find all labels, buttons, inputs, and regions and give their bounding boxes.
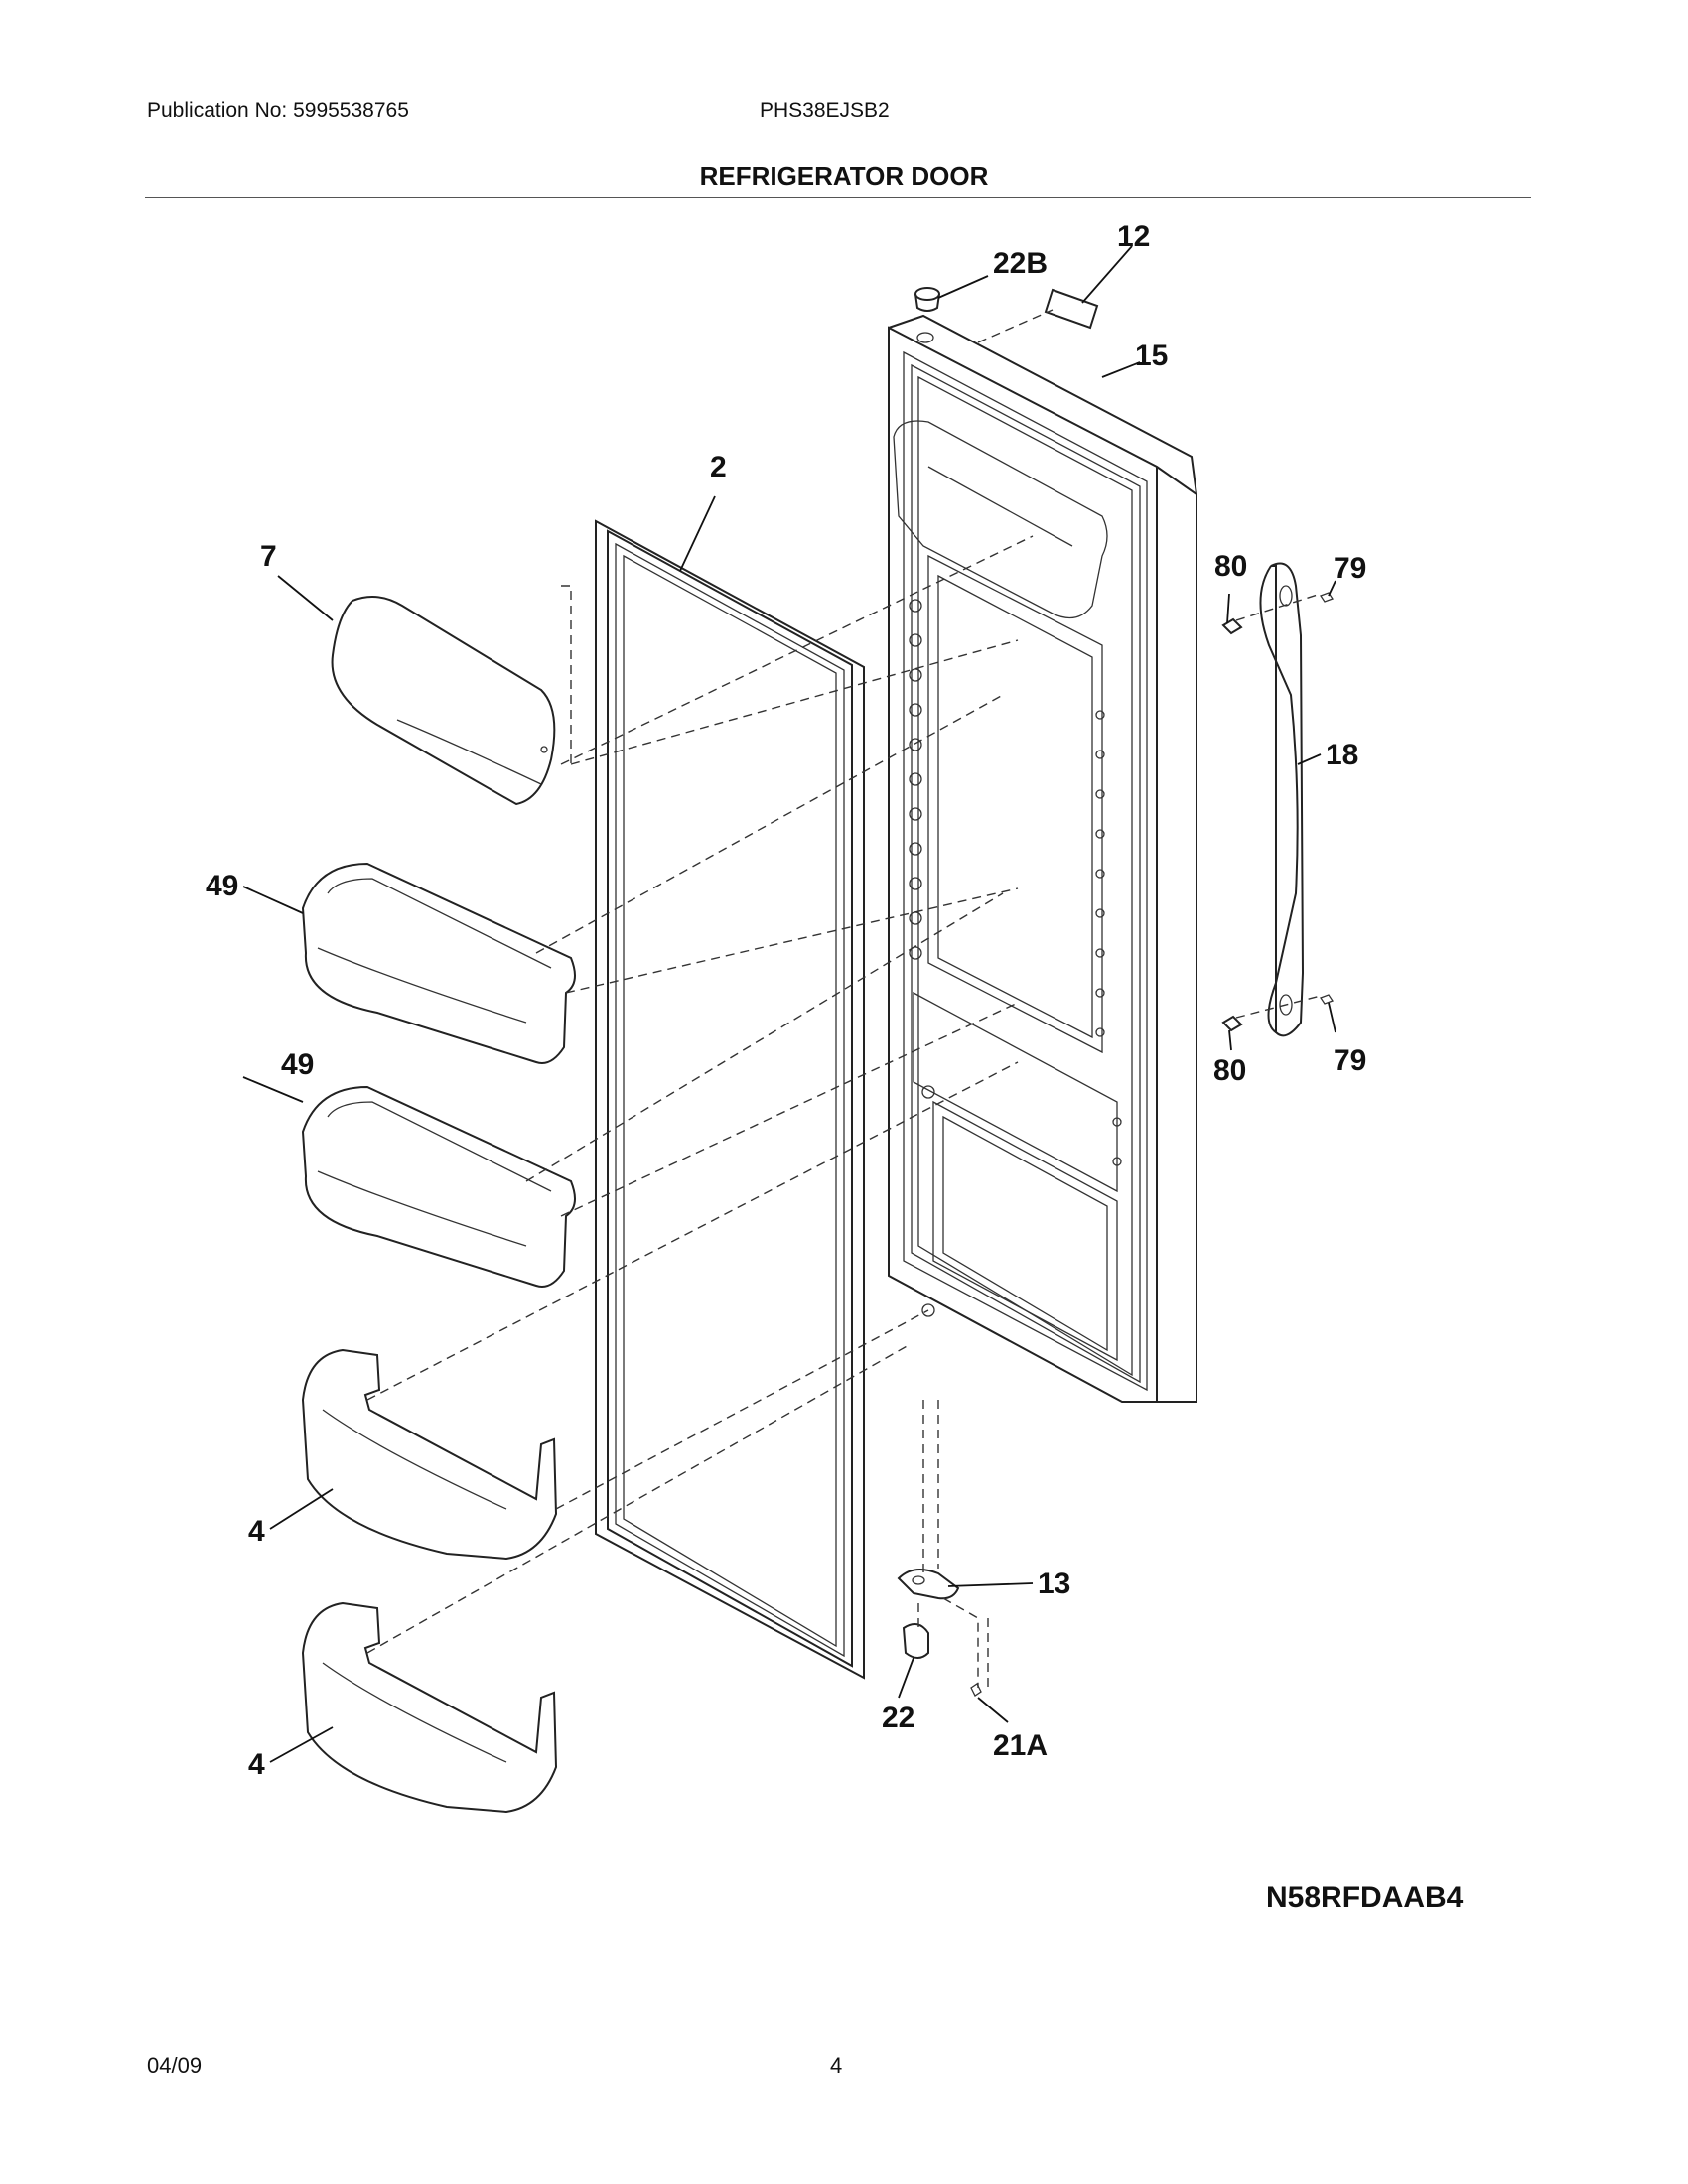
hinge-cap-part-22 (902, 1623, 929, 1659)
callout-15: 15 (1135, 340, 1168, 372)
hinge-screw-part-21a (970, 1683, 982, 1697)
callout-22b: 22B (993, 247, 1048, 280)
hinge-part-13 (897, 1569, 960, 1600)
door-liner-part-15 (888, 314, 1197, 1403)
door-bin-part-4-upper (301, 1348, 558, 1561)
page-number: 4 (830, 2053, 843, 2078)
diagram-code: N58RFDAAB4 (1266, 1881, 1464, 1914)
top-cap-part-22b (914, 287, 940, 312)
door-bin-part-4-lower (301, 1601, 558, 1814)
publication-number: Publication No: 5995538765 (147, 99, 409, 122)
door-gasket-part-2 (595, 519, 865, 1680)
page-title: REFRIGERATOR DOOR (0, 161, 1688, 192)
callout-4-lower: 4 (248, 1748, 265, 1781)
door-handle-part-18 (1259, 562, 1305, 1037)
projection-lines (366, 535, 1034, 1688)
handle-screws (1221, 592, 1334, 1032)
dairy-cover-part-7 (331, 596, 556, 806)
callout-49-lower: 49 (281, 1048, 314, 1081)
page-title-text: REFRIGERATOR DOOR (699, 161, 989, 191)
leader-lines (242, 245, 1336, 1763)
header-divider (145, 197, 1531, 198)
callout-80-upper: 80 (1214, 550, 1247, 583)
callout-2: 2 (710, 451, 727, 483)
door-bin-part-49-lower (301, 1085, 576, 1288)
callout-13: 13 (1038, 1568, 1070, 1600)
label-part-12 (977, 288, 1099, 343)
model-number: PHS38EJSB2 (760, 99, 890, 122)
callout-49-upper: 49 (206, 870, 238, 902)
callout-7: 7 (260, 540, 277, 573)
callout-22: 22 (882, 1702, 914, 1734)
callout-79-lower: 79 (1334, 1044, 1366, 1077)
footer-date: 04/09 (147, 2053, 203, 2078)
callout-12: 12 (1117, 220, 1150, 253)
callout-18: 18 (1326, 739, 1358, 771)
callout-79-upper: 79 (1334, 552, 1366, 585)
callout-21a: 21A (993, 1729, 1048, 1762)
callout-80-lower: 80 (1213, 1054, 1246, 1087)
callout-4-upper: 4 (248, 1515, 265, 1548)
door-bin-part-49-upper (301, 862, 576, 1064)
